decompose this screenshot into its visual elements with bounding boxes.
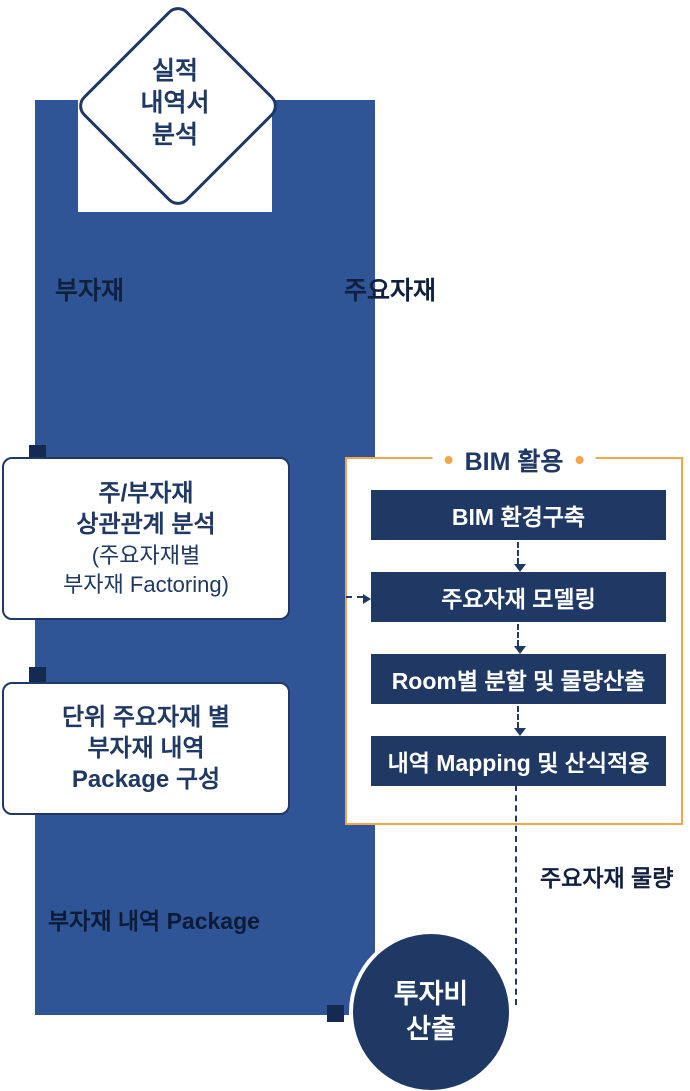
connector-node-bottom (327, 1005, 344, 1022)
bim-step-mapping-formula: 내역 Mapping 및 산식적용 (371, 736, 666, 786)
bim-panel: BIM 활용 BIM 환경구축 주요자재 모델링 Room별 분할 및 물량산출… (345, 442, 683, 825)
bim-panel-title: BIM 활용 (464, 448, 564, 476)
bim-step-environment-setup: BIM 환경구축 (371, 490, 666, 540)
orange-dot-icon (444, 456, 453, 464)
output-label-subsidiary-package: 부자재 내역 Package (48, 908, 260, 934)
arrow-down-icon (514, 706, 526, 736)
package-composition-text: 단위 주요자재 별 부자재 내역 Package 구성 (62, 703, 230, 794)
bim-step-room-split-quantity: Room별 분할 및 물량산출 (371, 654, 666, 704)
branch-label-subsidiary-materials: 부자재 (55, 277, 125, 305)
arrow-right-icon (346, 594, 371, 604)
correlation-analysis-box: 주/부자재 상관관계 분석 (주요자재별 부자재 Factoring) (2, 457, 290, 620)
dashed-flow-line (515, 785, 517, 1005)
arrow-down-icon (514, 542, 526, 572)
orange-dot-icon (575, 456, 584, 464)
branch-label-main-materials: 주요자재 (344, 277, 437, 305)
arrow-down-icon (514, 624, 526, 654)
correlation-analysis-subtitle: (주요자재별 부자재 Factoring) (63, 543, 229, 597)
connector-node-middle (29, 667, 46, 684)
correlation-analysis-title: 주/부자재 상관관계 분석 (76, 479, 216, 538)
investment-cost-result-circle: 투자비 산출 (353, 934, 509, 1090)
output-label-main-material-quantity: 주요자재 물량 (540, 865, 674, 891)
start-diamond-label: 실적 내역서 분석 (140, 57, 210, 149)
bim-step-main-material-modeling: 주요자재 모델링 (371, 572, 666, 622)
package-composition-box: 단위 주요자재 별 부자재 내역 Package 구성 (2, 682, 290, 815)
bim-panel-header: BIM 활용 (432, 442, 596, 478)
